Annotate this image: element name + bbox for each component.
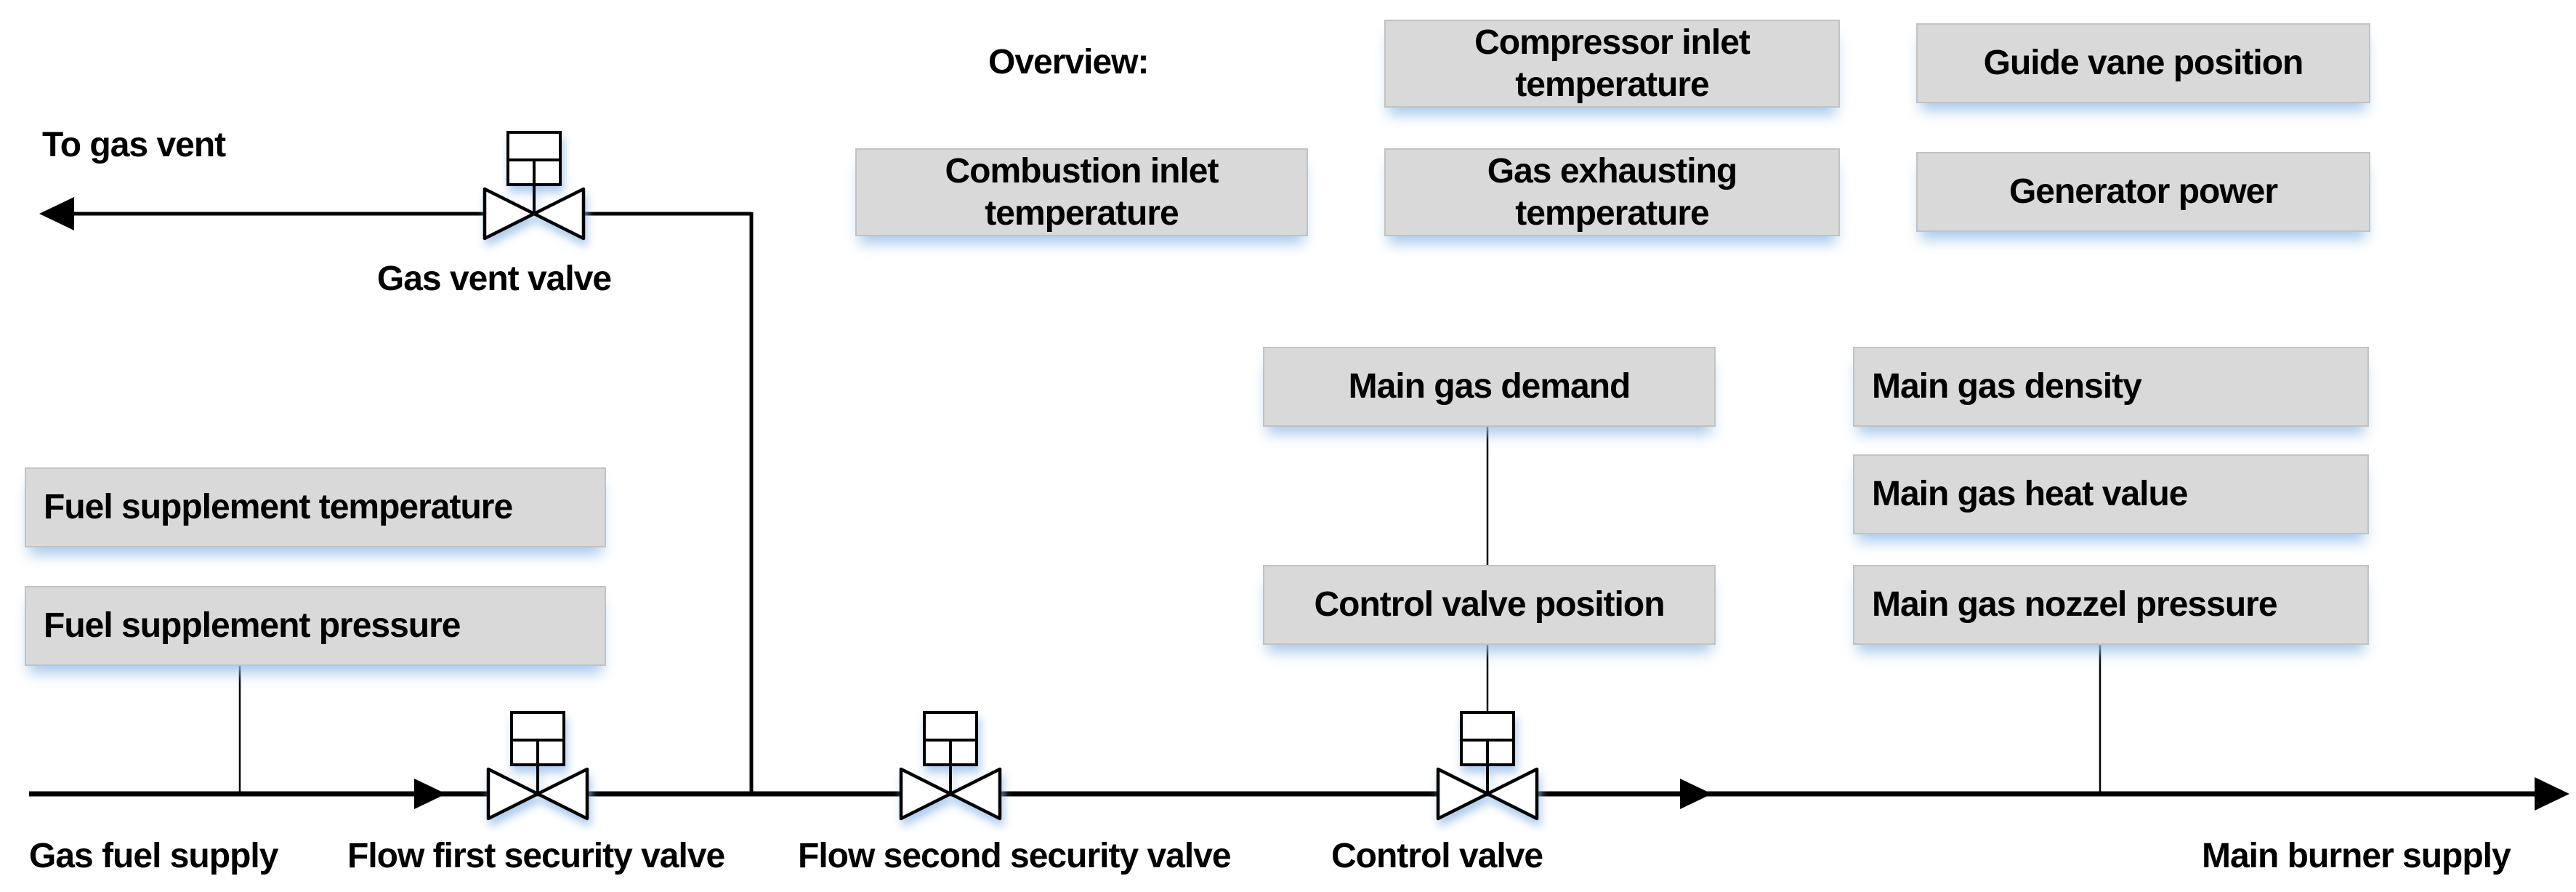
flow-arrowhead-2 <box>1680 779 1712 809</box>
label-control-valve: Control valve <box>1331 837 1543 875</box>
valve-body-right <box>948 767 1002 821</box>
label-flow-first-security-valve: Flow first security valve <box>347 837 725 875</box>
box-main-gas-density: Main gas density <box>1853 347 2369 427</box>
box-fuel-supplement-pressure: Fuel supplement pressure <box>25 586 606 666</box>
valve-body-right <box>532 187 586 241</box>
box-main-gas-heat-value: Main gas heat value <box>1853 454 2369 534</box>
label-gas-fuel-supply: Gas fuel supply <box>29 837 278 875</box>
box-guide-vane-position: Guide vane position <box>1916 23 2370 103</box>
label-flow-second-security-valve: Flow second security valve <box>798 837 1232 875</box>
box-gas-exhausting-temperature: Gas exhausting temperature <box>1384 148 1840 236</box>
box-main-gas-demand: Main gas demand <box>1263 347 1716 427</box>
valve-body-left <box>486 767 540 821</box>
main-pipe-arrowhead <box>2535 777 2569 811</box>
label-to-gas-vent: To gas vent <box>42 126 226 164</box>
valve-body-left <box>899 767 953 821</box>
valve-body-left <box>1436 767 1490 821</box>
label-main-burner-supply: Main burner supply <box>2202 837 2511 875</box>
box-compressor-inlet-temperature: Compressor inlet temperature <box>1384 20 1840 108</box>
flow-arrowhead-1 <box>414 779 446 809</box>
box-fuel-supplement-temperature: Fuel supplement temperature <box>25 467 606 547</box>
valve-body-right <box>1485 767 1539 821</box>
flow-second-security-valve-symbol <box>899 711 1002 821</box>
valve-body-left <box>483 187 536 241</box>
control-valve-symbol <box>1436 711 1539 821</box>
valve-body-right <box>536 767 589 821</box>
gas-vent-valve-symbol <box>483 131 586 241</box>
gas-vent-arrowhead <box>39 197 74 230</box>
overview-title: Overview: <box>988 43 1149 81</box>
box-control-valve-position: Control valve position <box>1263 565 1716 645</box>
label-gas-vent-valve: Gas vent valve <box>376 260 612 298</box>
flow-first-security-valve-symbol <box>486 711 589 821</box>
box-combustion-inlet-temperature: Combustion inlet temperature <box>855 148 1308 236</box>
box-main-gas-nozzel-pressure: Main gas nozzel pressure <box>1853 565 2369 645</box>
box-generator-power: Generator power <box>1916 152 2370 232</box>
